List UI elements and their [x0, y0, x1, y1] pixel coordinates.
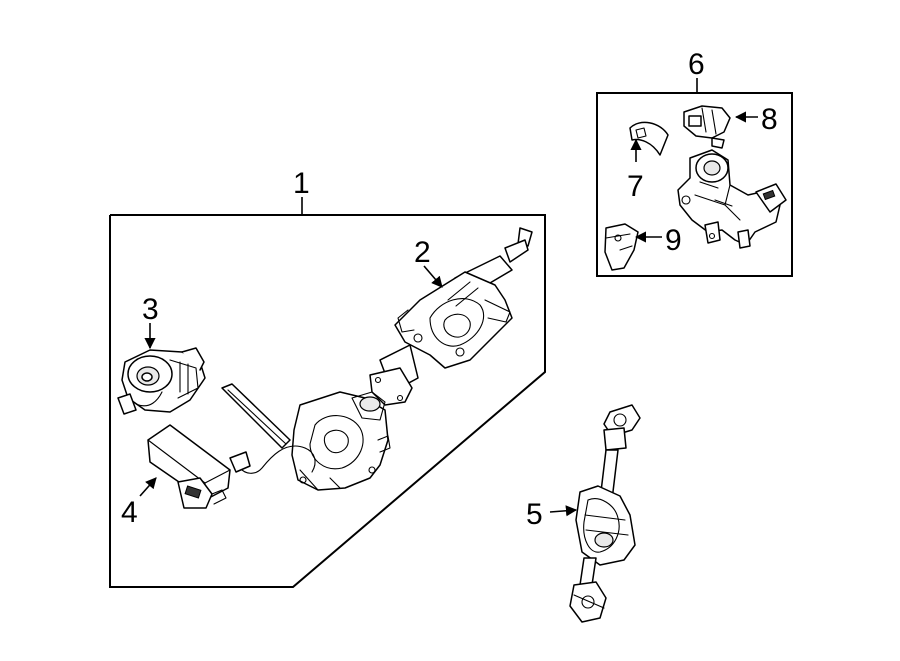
- callout-9: 9: [665, 224, 682, 257]
- leader-2: [423, 265, 443, 288]
- callout-8: 8: [761, 103, 778, 136]
- lock-sensor-drawing: [604, 223, 639, 271]
- intermediate-shaft-drawing: [569, 404, 641, 623]
- assembly-6-frame: [596, 78, 793, 277]
- sensor-module-drawing: [117, 347, 206, 415]
- callout-1: 1: [293, 167, 310, 200]
- steering-column-drawing: [221, 227, 533, 491]
- control-module-drawing: [147, 424, 231, 509]
- callout-7: 7: [627, 170, 644, 203]
- leader-5: [549, 505, 578, 517]
- leader-4: [139, 477, 157, 497]
- lock-bracket-drawing: [683, 105, 731, 149]
- callout-4: 4: [121, 496, 138, 529]
- callout-6: 6: [688, 48, 705, 81]
- callout-5: 5: [526, 498, 543, 531]
- lock-cylinder-housing-drawing: [677, 149, 787, 249]
- callout-2: 2: [414, 236, 431, 269]
- callout-3: 3: [142, 293, 159, 326]
- assembly-1-frame: [109, 197, 546, 588]
